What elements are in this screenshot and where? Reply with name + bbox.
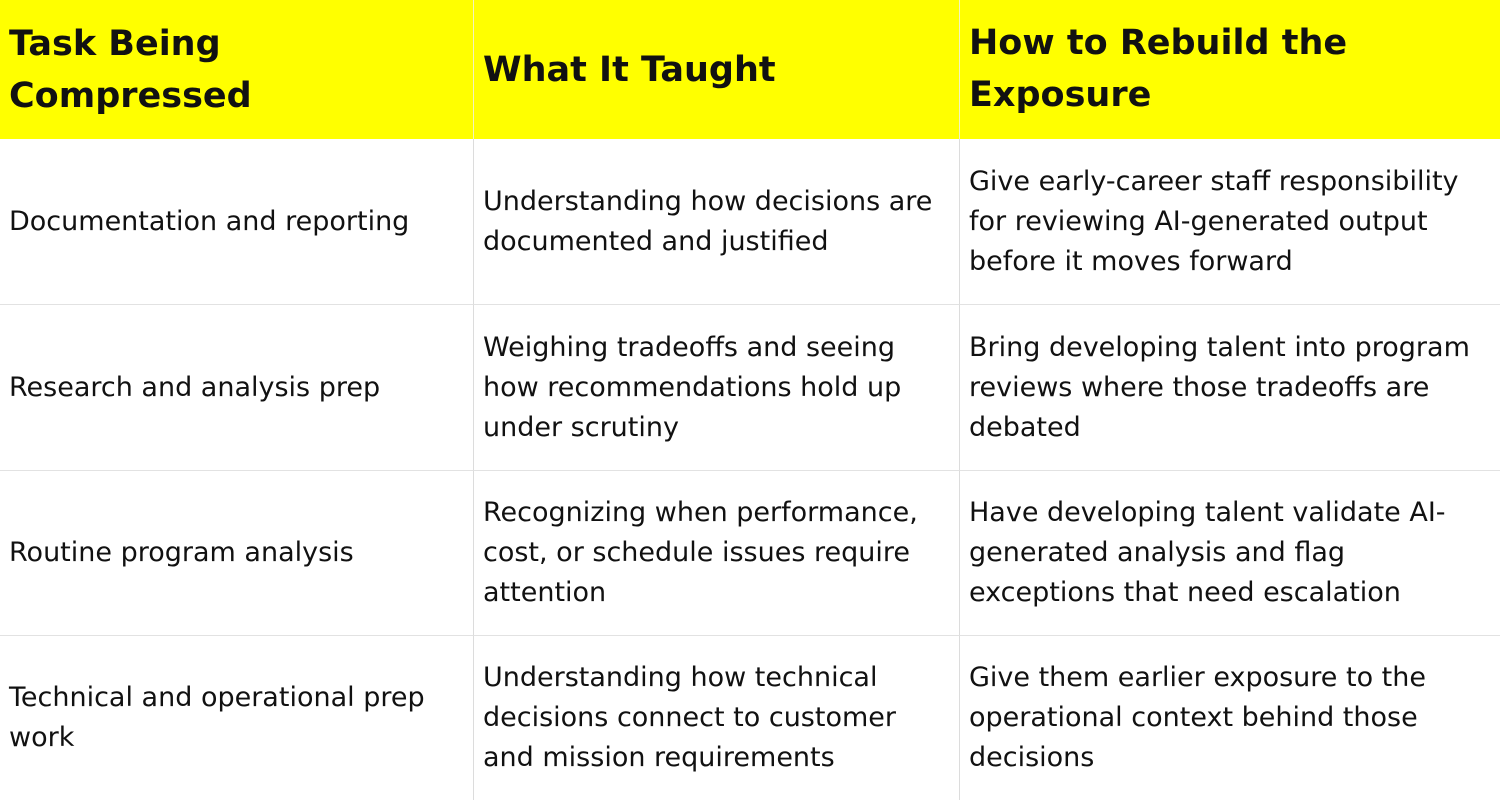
table-cell-task: Documentation and reporting (0, 139, 474, 305)
header-task-label: Task Being Compressed (9, 23, 252, 116)
table-cell-taught: Understanding how technical decisions co… (474, 636, 960, 800)
cell-text: Technical and operational prep work (9, 682, 425, 753)
cell-text: Recognizing when performance, cost, or s… (483, 497, 918, 608)
cell-text: Understanding how technical decisions co… (483, 662, 896, 773)
table-cell-taught: Weighing tradeoffs and seeing how recomm… (474, 305, 960, 471)
table-cell-taught: Understanding how decisions are document… (474, 139, 960, 305)
table-cell-rebuild: Bring developing talent into program rev… (960, 305, 1500, 471)
table-cell-rebuild: Give them earlier exposure to the operat… (960, 636, 1500, 800)
header-taught-label: What It Taught (483, 49, 776, 90)
header-rebuild: How to Rebuild the Exposure (960, 0, 1500, 139)
table-cell-rebuild: Give early-career staff responsibility f… (960, 139, 1500, 305)
cell-text: Give early-career staff responsibility f… (969, 165, 1459, 277)
header-task: Task Being Compressed (0, 0, 474, 139)
cell-text: Weighing tradeoffs and seeing how recomm… (483, 331, 902, 443)
table-cell-taught: Recognizing when performance, cost, or s… (474, 471, 960, 636)
cell-text: Give them earlier exposure to the operat… (969, 662, 1426, 773)
cell-text: Research and analysis prep (9, 371, 381, 403)
cell-text: Have developing talent validate AI-gener… (969, 497, 1446, 608)
table-cell-task: Routine program analysis (0, 471, 474, 636)
header-rebuild-label: How to Rebuild the Exposure (969, 23, 1348, 115)
cell-text: Routine program analysis (9, 537, 354, 568)
table-cell-rebuild: Have developing talent validate AI-gener… (960, 471, 1500, 636)
header-taught: What It Taught (474, 0, 960, 139)
cell-text: Bring developing talent into program rev… (969, 331, 1470, 443)
cell-text: Documentation and reporting (9, 205, 410, 237)
table-cell-task: Research and analysis prep (0, 305, 474, 471)
table-cell-task: Technical and operational prep work (0, 636, 474, 800)
cell-text: Understanding how decisions are document… (483, 185, 933, 257)
